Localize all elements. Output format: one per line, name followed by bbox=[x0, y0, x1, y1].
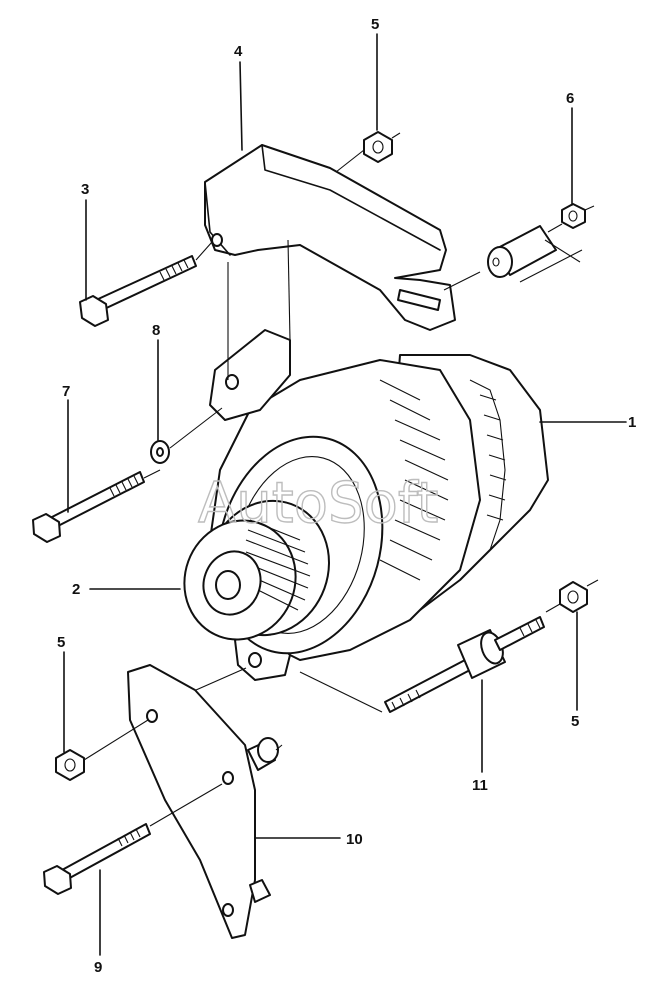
callout-6: 6 bbox=[566, 90, 574, 107]
nut-top bbox=[363, 131, 393, 163]
bushing bbox=[487, 225, 583, 283]
pulley bbox=[183, 499, 330, 641]
stud-with-spacer bbox=[384, 616, 545, 713]
callout-5-left: 5 bbox=[57, 634, 65, 651]
washer bbox=[150, 440, 170, 464]
callout-9: 9 bbox=[94, 959, 102, 976]
callout-7: 7 bbox=[62, 383, 70, 400]
assembly-lines bbox=[83, 132, 599, 827]
callout-2: 2 bbox=[72, 581, 80, 598]
callout-1: 1 bbox=[628, 414, 636, 431]
callout-5-right: 5 bbox=[571, 713, 579, 730]
watermark-text: AutoSoft bbox=[198, 471, 439, 536]
callout-5-top: 5 bbox=[371, 16, 379, 33]
nut-right-lower bbox=[559, 581, 588, 613]
callout-10: 10 bbox=[346, 831, 363, 848]
leader-lines bbox=[63, 33, 627, 956]
callout-numbers: 1 2 3 4 5 6 7 8 9 10 11 5 5 bbox=[57, 16, 636, 976]
lower-mounting-plate bbox=[127, 664, 279, 939]
bolt-long bbox=[32, 471, 145, 543]
nut-right-upper bbox=[561, 203, 586, 229]
bolt-lower bbox=[43, 823, 151, 895]
callout-3: 3 bbox=[81, 181, 89, 198]
upper-mounting-bracket bbox=[204, 144, 456, 331]
bolt-upper bbox=[79, 255, 197, 327]
nut-lower-left bbox=[55, 749, 85, 781]
callout-4: 4 bbox=[234, 43, 243, 60]
leader-4 bbox=[239, 61, 243, 151]
callout-8: 8 bbox=[152, 322, 160, 339]
callout-11: 11 bbox=[472, 777, 488, 794]
